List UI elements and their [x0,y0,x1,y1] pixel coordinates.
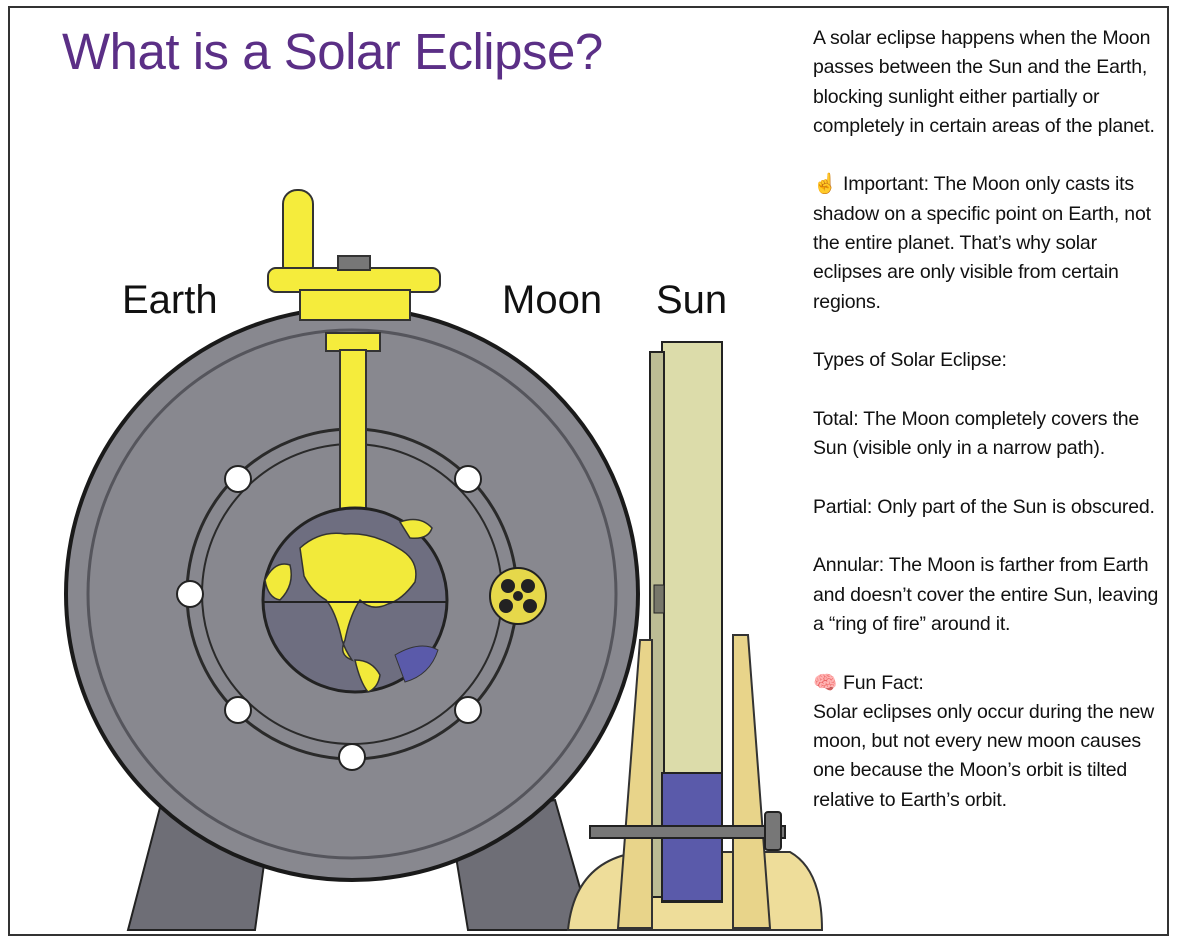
type-partial: Partial: Only part of the Sun is obscure… [813,495,1155,518]
important-paragraph: ☝️Important: The Moon only casts its sha… [813,170,1163,316]
ring-dot [338,743,366,771]
sun-support-left [616,639,653,929]
earth-continent-west [264,563,292,601]
shaft-collar [325,332,381,352]
moon-crater-1 [501,579,515,593]
brain-icon: 🧠 [813,671,838,694]
explanation-panel: A solar eclipse happens when the Moon pa… [813,24,1163,815]
ring-dot [224,696,252,724]
sun-axle-knob [764,811,782,851]
earth-ocean-patch [394,645,439,683]
important-text: Important: The Moon only casts its shado… [813,173,1151,313]
moon-crater-5 [513,591,523,601]
crank-handle [282,189,314,281]
label-moon: Moon [502,278,603,322]
earth-continent-greenland [398,518,433,540]
moon-crater-4 [523,599,537,613]
fun-fact-text: Solar eclipses only occur during the new… [813,700,1155,811]
ring-dot [454,696,482,724]
moon-crater-2 [521,579,535,593]
top-hub-flange [267,267,441,293]
ring-dot [224,465,252,493]
ring-dot [454,465,482,493]
type-annular: Annular: The Moon is farther from Earth … [813,554,1159,635]
sun-panel-notch [653,584,665,614]
fun-fact-heading-text: Fun Fact: [843,671,924,694]
pointing-finger-icon: ☝️ [813,173,838,196]
label-sun: Sun [656,278,728,322]
ring-dot [176,580,204,608]
earth-continent-north-america [299,532,417,662]
type-total: Total: The Moon completely covers the Su… [813,407,1140,460]
earth-shaft [339,349,367,511]
earth-continent-south-america [354,659,381,693]
sun-axle [589,825,786,839]
top-hub-block [299,289,411,321]
sun-support-right [732,634,772,929]
types-heading: Types of Solar Eclipse: [813,349,1007,372]
fun-fact-heading: 🧠Fun Fact: [813,669,1163,698]
page-title: What is a Solar Eclipse? [62,23,603,80]
intro-paragraph: A solar eclipse happens when the Moon pa… [813,27,1155,137]
moon-crater-3 [499,599,513,613]
top-hub-knob [337,255,371,271]
sun-panel-edge [649,351,665,898]
earth-housing-rim [86,328,618,860]
label-earth: Earth [122,278,218,322]
